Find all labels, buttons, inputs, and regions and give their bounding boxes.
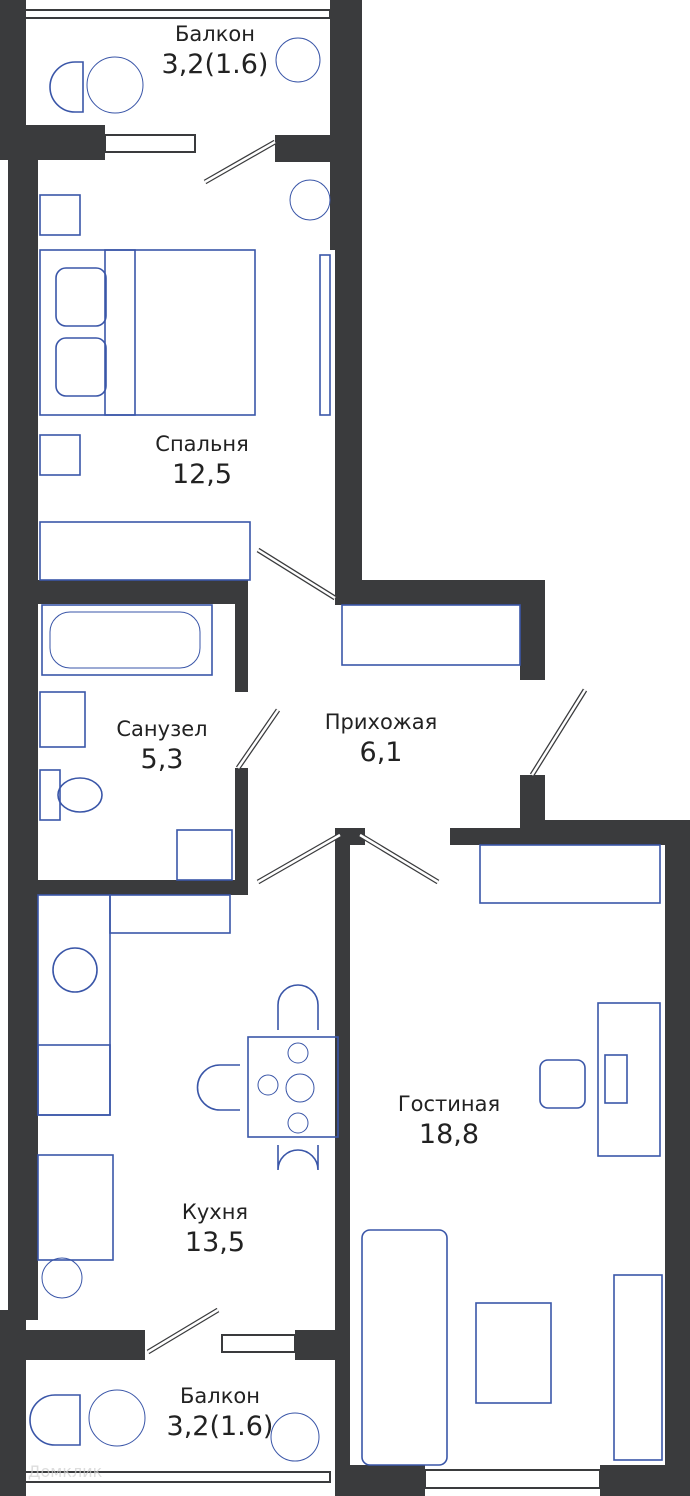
room-name: Санузел: [116, 717, 208, 741]
room-label-balcony-bottom: Балкон 3,2(1.6): [167, 1382, 274, 1444]
room-area: 3,2(1.6): [166, 1411, 274, 1442]
room-name: Балкон: [175, 22, 255, 46]
room-name: Спальня: [155, 432, 249, 456]
room-area: 12,5: [171, 459, 233, 490]
room-label-balcony-top: Балкон 3,2(1.6): [162, 20, 269, 82]
table-icon: [86, 56, 144, 114]
desk-icon: [597, 1002, 661, 1157]
office-chair-icon: [539, 1059, 586, 1109]
windows: [24, 9, 601, 1489]
room-name: Балкон: [180, 1384, 260, 1408]
washer-icon: [176, 829, 233, 881]
watermark: Домклик: [28, 1462, 103, 1481]
room-label-kitchen: Кухня 13,5: [182, 1198, 248, 1260]
room-label-bathroom: Санузел 5,3: [116, 715, 207, 777]
room-label-bedroom: Спальня 12,5: [155, 430, 248, 492]
bed-icon: [39, 249, 256, 416]
stove-icon: [37, 1044, 111, 1116]
doors: [146, 139, 588, 1355]
sink-icon: [39, 691, 86, 748]
coffee-table-icon: [475, 1302, 552, 1404]
room-label-living: Гостиная 18,8: [398, 1090, 500, 1152]
tv-stand-icon: [613, 1274, 663, 1461]
kitchen-counter-icon: [37, 894, 111, 1116]
furniture: [29, 37, 663, 1466]
wardrobe-icon: [319, 254, 331, 416]
room-name: Прихожая: [324, 710, 438, 734]
bathtub-icon: [41, 604, 213, 676]
room-area: 18,8: [418, 1119, 480, 1150]
plant-icon: [41, 37, 331, 1462]
room-label-hallway: Прихожая 6,1: [325, 708, 437, 770]
room-area: 13,5: [184, 1227, 246, 1258]
room-name: Гостиная: [397, 1092, 501, 1116]
chair-icon: [29, 1394, 81, 1446]
sofa-icon: [361, 1229, 448, 1466]
table-icon: [88, 1389, 146, 1447]
room-name: Кухня: [181, 1200, 249, 1224]
toilet-icon: [39, 769, 61, 821]
room-area: 3,2(1.6): [161, 49, 269, 80]
room-area: 6,1: [359, 737, 403, 768]
dining-table-icon: [247, 1036, 339, 1138]
wardrobe-icon: [39, 521, 251, 581]
chair-icon: [49, 61, 84, 113]
room-area: 5,3: [140, 744, 184, 775]
